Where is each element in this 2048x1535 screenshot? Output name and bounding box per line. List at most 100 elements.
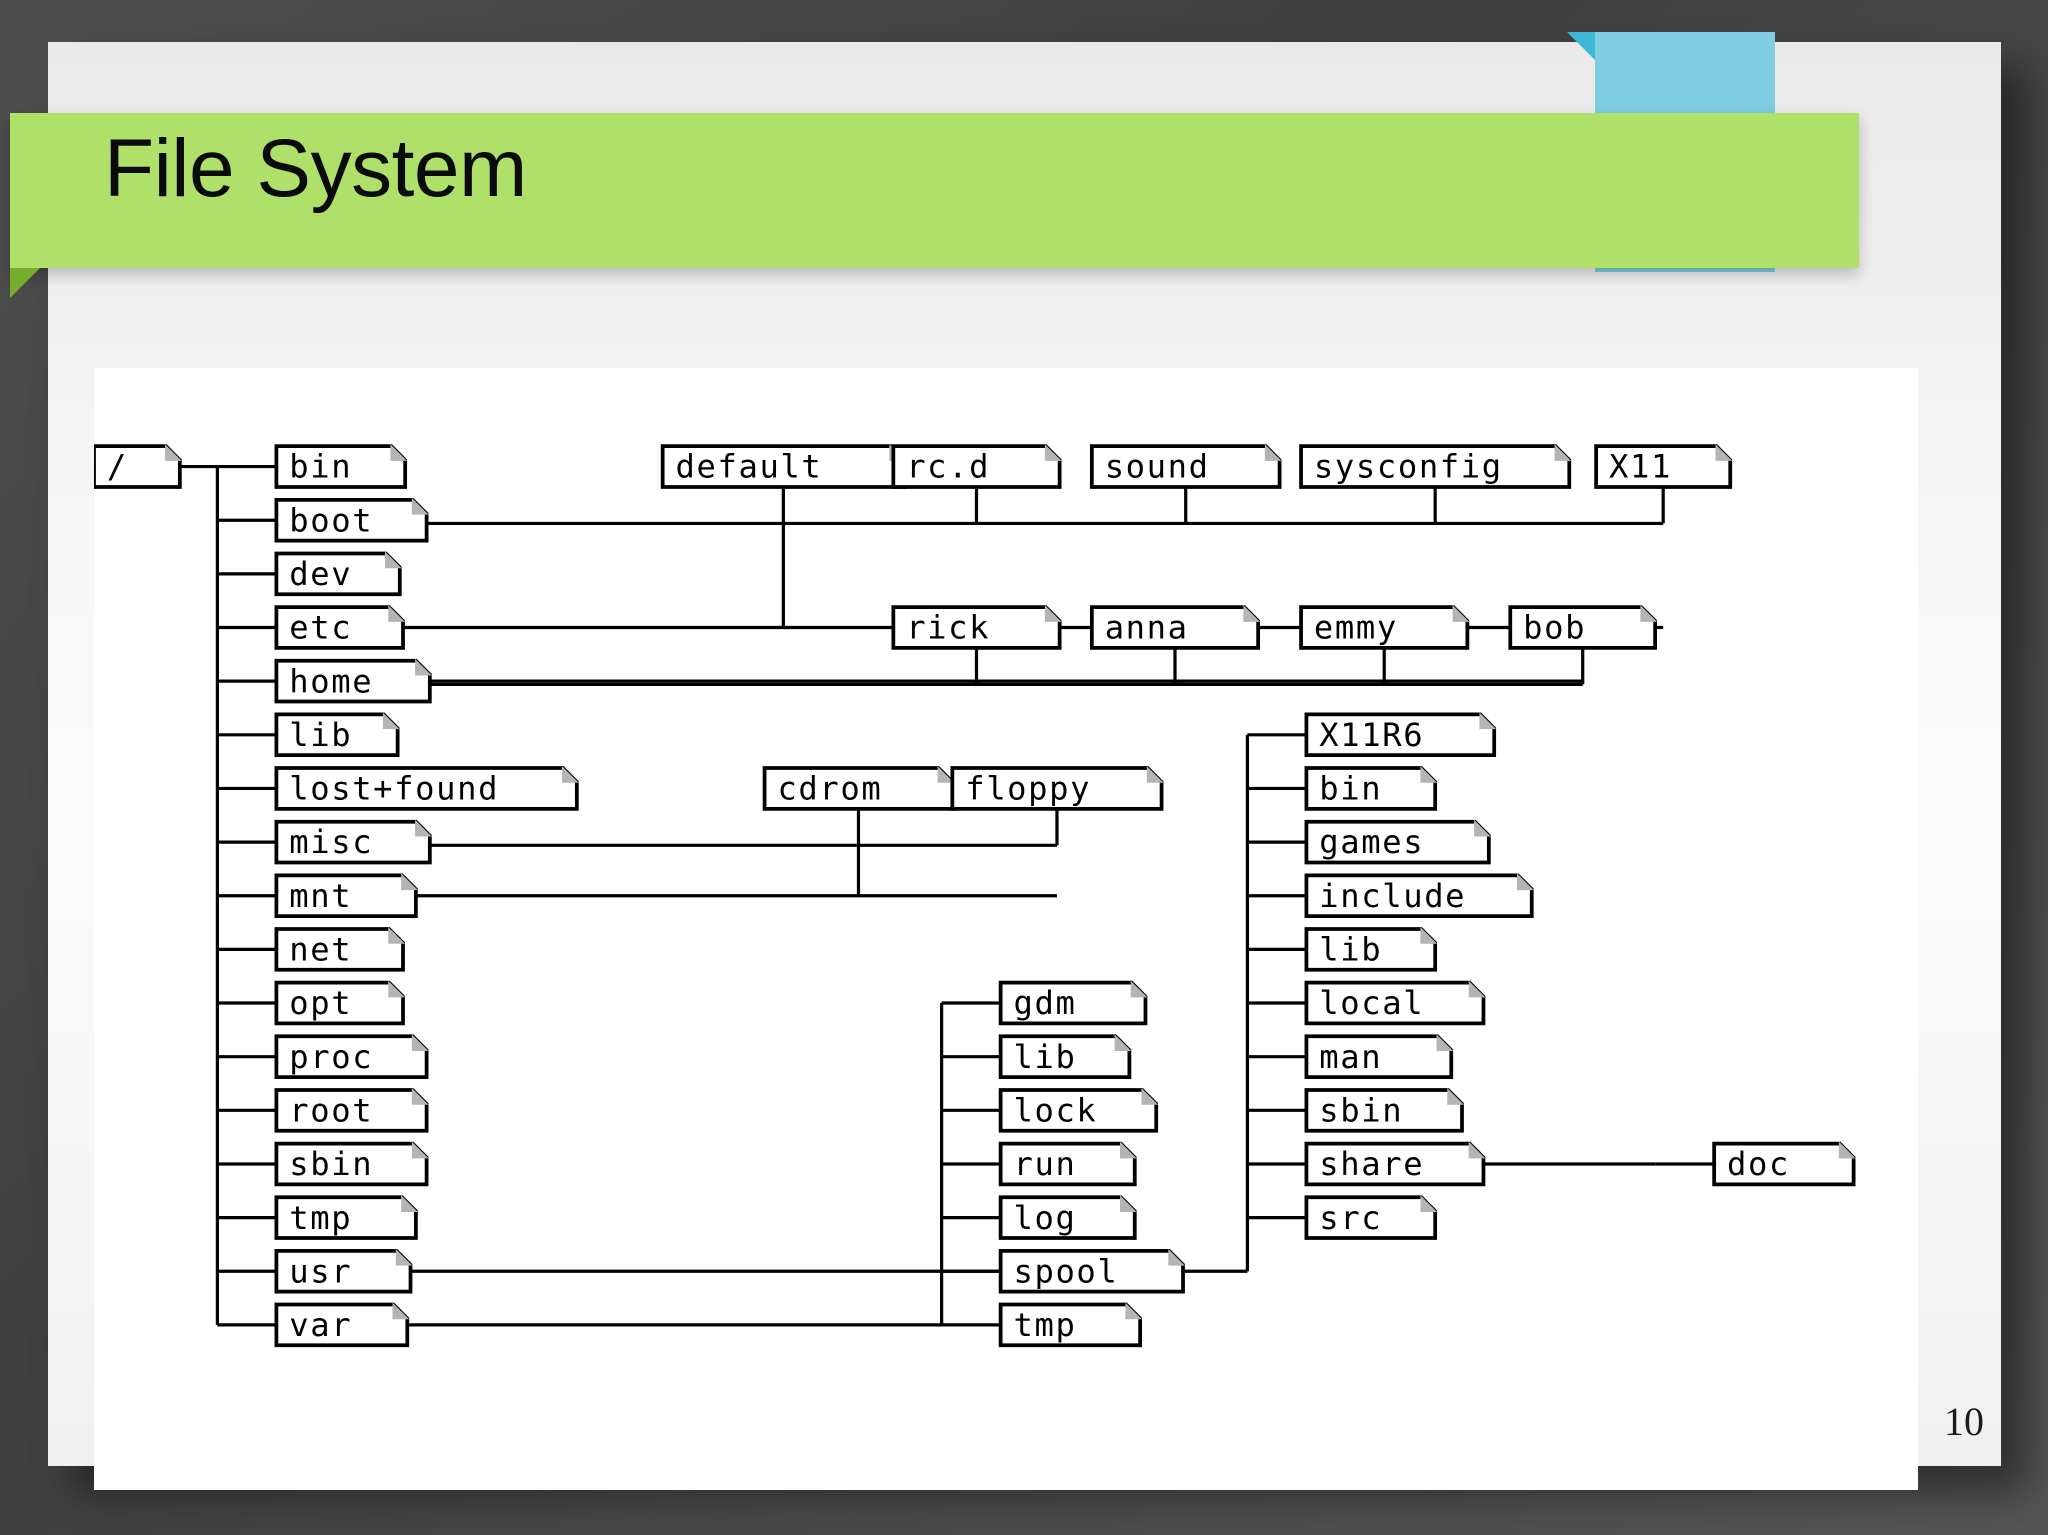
document-fold-icon — [395, 1248, 413, 1266]
tree-node-misc[interactable]: misc — [274, 819, 432, 865]
document-icon — [274, 658, 432, 704]
tree-node-net[interactable]: net — [274, 927, 405, 972]
tree-node-etc_rcd[interactable]: rc.d — [891, 444, 1062, 489]
tree-node-label: mnt — [289, 877, 352, 915]
document-icon — [274, 1141, 429, 1187]
blue-accent-fold-icon — [1567, 32, 1595, 60]
document-fold-icon — [1447, 1087, 1464, 1105]
document-icon — [274, 873, 418, 919]
document-fold-icon — [382, 712, 400, 730]
tree-node-mnt_floppy[interactable]: floppy — [950, 766, 1164, 811]
tree-node-label: dev — [289, 555, 352, 593]
tree-node-usr_src[interactable]: src — [1304, 1195, 1438, 1240]
tree-node-share_doc[interactable]: doc — [1712, 1141, 1856, 1187]
tree-node-mnt_cdrom[interactable]: cdrom — [762, 766, 955, 811]
tree-node-etc_sysconfig[interactable]: sysconfig — [1299, 444, 1572, 489]
tree-node-usr_man[interactable]: man — [1304, 1034, 1454, 1079]
tree-node-label: include — [1319, 877, 1466, 915]
document-fold-icon — [1125, 1302, 1143, 1320]
tree-nodes: / bin boot dev etc home lib lost+found misc mnt ne… — [94, 444, 1856, 1348]
tree-node-usr_bin[interactable]: bin — [1304, 766, 1438, 811]
tree-node-etc_x11[interactable]: X11 — [1594, 444, 1733, 489]
tree-node-label: emmy — [1314, 609, 1398, 647]
tree-node-etc_default[interactable]: default — [660, 444, 907, 489]
tree-node-label: tmp — [1014, 1306, 1077, 1344]
tree-node-home_rick[interactable]: rick — [891, 605, 1062, 650]
document-fold-icon — [415, 819, 432, 837]
tree-node-label: floppy — [965, 770, 1091, 808]
tree-node-label: bin — [289, 448, 352, 486]
document-fold-icon — [1468, 1141, 1486, 1159]
tree-node-label: cdrom — [777, 770, 882, 808]
tree-node-usr_x11r6[interactable]: X11R6 — [1304, 712, 1497, 758]
tree-node-label: root — [289, 1091, 373, 1129]
document-fold-icon — [1468, 980, 1486, 998]
tree-node-etc_sound[interactable]: sound — [1089, 444, 1282, 489]
tree-node-label: lost+found — [289, 770, 499, 808]
tree-node-label: lib — [1319, 931, 1382, 969]
document-icon — [274, 980, 405, 1026]
document-fold-icon — [937, 766, 955, 783]
tree-node-dev[interactable]: dev — [274, 551, 402, 597]
document-icon — [274, 1088, 429, 1133]
tree-node-var_lib[interactable]: lib — [998, 1034, 1132, 1079]
tree-node-sbin[interactable]: sbin — [274, 1141, 429, 1187]
tree-node-opt[interactable]: opt — [274, 980, 405, 1026]
tree-node-label: sound — [1105, 448, 1210, 486]
document-icon — [1304, 766, 1438, 811]
document-fold-icon — [390, 444, 408, 461]
tree-node-lostfound[interactable]: lost+found — [274, 766, 579, 811]
document-fold-icon — [1120, 1195, 1137, 1212]
tree-node-usr_share[interactable]: share — [1304, 1141, 1486, 1187]
tree-node-bin[interactable]: bin — [274, 444, 408, 489]
tree-node-home_anna[interactable]: anna — [1089, 605, 1261, 650]
document-fold-icon — [388, 980, 405, 998]
tree-node-var_lock[interactable]: lock — [998, 1087, 1159, 1133]
tree-node-label: local — [1319, 984, 1424, 1022]
tree-node-label: games — [1319, 823, 1424, 861]
tree-node-label: misc — [289, 823, 373, 861]
tree-node-label: var — [289, 1306, 352, 1344]
tree-node-var_log[interactable]: log — [998, 1195, 1137, 1240]
tree-node-label: boot — [289, 501, 373, 539]
tree-node-boot[interactable]: boot — [274, 497, 429, 543]
tree-node-mnt[interactable]: mnt — [274, 873, 418, 919]
tree-node-label: run — [1014, 1145, 1077, 1183]
tree-node-root[interactable]: / — [94, 444, 182, 489]
document-icon — [998, 1034, 1132, 1079]
tree-node-rootdir[interactable]: root — [274, 1087, 429, 1133]
tree-node-var_tmp[interactable]: tmp — [998, 1302, 1143, 1348]
tree-node-home_bob[interactable]: bob — [1508, 605, 1658, 650]
tree-node-home[interactable]: home — [274, 658, 432, 704]
document-icon — [1089, 444, 1282, 489]
tree-node-etc[interactable]: etc — [274, 605, 405, 650]
tree-node-var_gdm[interactable]: gdm — [998, 980, 1148, 1026]
document-icon — [998, 1302, 1142, 1348]
tree-node-usr_sbin[interactable]: sbin — [1304, 1087, 1464, 1133]
document-icon — [1304, 873, 1534, 919]
tree-node-label: spool — [1014, 1252, 1119, 1290]
tree-node-usr_local[interactable]: local — [1304, 980, 1486, 1026]
tree-node-usr[interactable]: usr — [274, 1248, 413, 1294]
document-icon — [891, 444, 1062, 489]
tree-node-usr_lib[interactable]: lib — [1304, 927, 1438, 972]
document-icon — [1508, 605, 1658, 650]
document-icon — [1304, 1141, 1486, 1187]
title-banner-fold-icon — [10, 268, 40, 298]
tree-node-label: usr — [289, 1252, 352, 1290]
tree-node-label: anna — [1105, 609, 1189, 647]
document-fold-icon — [385, 551, 402, 569]
tree-node-var_run[interactable]: run — [998, 1141, 1137, 1187]
tree-node-usr_include[interactable]: include — [1304, 873, 1534, 919]
tree-node-proc[interactable]: proc — [274, 1034, 429, 1079]
tree-node-usr_games[interactable]: games — [1304, 819, 1491, 865]
tree-node-var_spool[interactable]: spool — [998, 1248, 1185, 1294]
document-fold-icon — [1044, 605, 1062, 622]
tree-node-label: etc — [289, 609, 352, 647]
tree-node-var[interactable]: var — [274, 1302, 410, 1348]
document-icon — [94, 444, 182, 489]
tree-node-home_emmy[interactable]: emmy — [1299, 605, 1470, 650]
tree-node-label: doc — [1727, 1145, 1790, 1183]
tree-node-lib[interactable]: lib — [274, 712, 400, 758]
tree-node-tmp[interactable]: tmp — [274, 1195, 418, 1240]
